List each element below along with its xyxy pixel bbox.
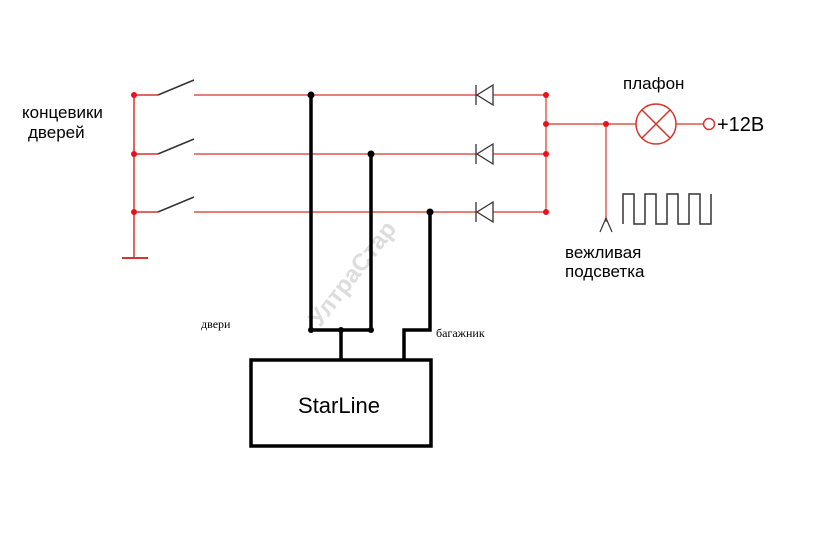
lamp-circuit <box>545 95 716 233</box>
door-switches-label-line1: концевики <box>22 103 103 122</box>
door-switches <box>122 79 546 259</box>
courtesy-arrow-icon <box>599 216 613 233</box>
lamp-label: плафон <box>623 74 684 93</box>
watermark: Ул­траСтар <box>303 216 402 332</box>
doors-label: двери <box>201 317 231 331</box>
starline-label: StarLine <box>298 393 380 418</box>
diode-1 <box>475 83 494 107</box>
junction-nodes <box>131 92 609 215</box>
bus-nodes <box>307 91 434 363</box>
diode-2 <box>475 142 494 166</box>
diodes <box>475 83 494 224</box>
door-switches-label-line2: дверей <box>28 123 85 142</box>
courtesy-label-line2: подсветка <box>565 262 645 281</box>
courtesy-label-line1: вежливая <box>565 243 641 262</box>
lamp-icon <box>635 103 677 145</box>
switch-3-contact <box>157 196 195 213</box>
diode-3 <box>475 200 494 224</box>
trunk-label: багажник <box>436 326 485 340</box>
pulse-waveform-icon <box>622 193 712 225</box>
supply-terminal <box>702 117 716 131</box>
supply-label: +12В <box>717 114 764 136</box>
trunk-bus <box>402 212 432 360</box>
starline-unit <box>249 358 433 448</box>
switch-1-contact <box>157 79 195 96</box>
switch-2-contact <box>157 138 195 155</box>
